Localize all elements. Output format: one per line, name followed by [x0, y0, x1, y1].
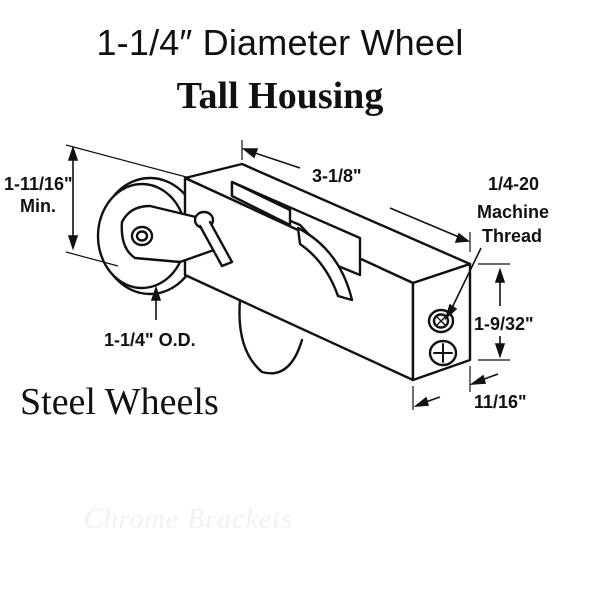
- title-housing-type: Tall Housing: [176, 75, 384, 117]
- thread-size-label: 1/4-20: [488, 174, 540, 194]
- watermark-text: Chrome Brackets: [84, 504, 294, 535]
- rear-wheel: [238, 298, 304, 375]
- thread-leader: [444, 247, 482, 321]
- material-label: Steel Wheels: [20, 381, 219, 423]
- wheel-od-arrow: [150, 285, 162, 320]
- title-wheel-diameter: 1-1/4″ Diameter Wheel: [96, 22, 464, 63]
- length-label: 3-1/8": [312, 166, 362, 186]
- end-height-dimension: [478, 263, 510, 361]
- wheel-bracket: [120, 204, 234, 268]
- end-height-label: 1-9/32": [474, 314, 534, 334]
- housing-body: [183, 162, 472, 382]
- length-dimension: [241, 140, 471, 252]
- end-width-label: 11/16": [474, 392, 527, 412]
- height-min-dimension: [65, 144, 191, 267]
- end-width-dimension: [412, 366, 499, 410]
- height-min-suffix-label: Min.: [20, 196, 56, 216]
- thread-type-line1-label: Machine: [477, 202, 550, 222]
- height-min-value-label: 1-11/16": [4, 174, 73, 194]
- thread-type-line2-label: Thread: [482, 226, 543, 246]
- wheel-od-label: 1-1/4" O.D.: [104, 330, 196, 350]
